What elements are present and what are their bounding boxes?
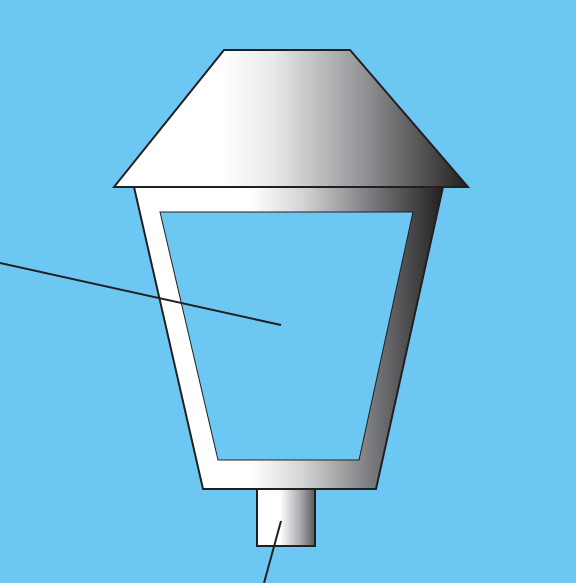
post-fitter <box>257 489 315 546</box>
